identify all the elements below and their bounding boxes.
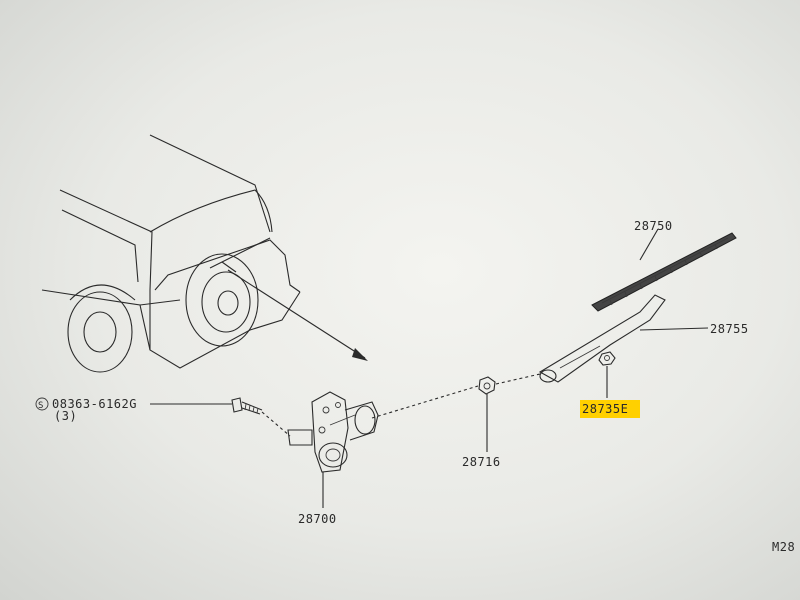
bolt-illustration	[231, 397, 263, 415]
label-wiper-arm: 28755	[710, 322, 749, 336]
wiper-arm-illustration	[538, 294, 666, 383]
part-highlight	[580, 400, 640, 418]
label-bolt: 08363-6162G	[52, 397, 137, 411]
arm-nut-illustration	[598, 351, 616, 366]
bolt-symbol-circle	[35, 397, 49, 411]
pivot-nut-illustration	[478, 376, 496, 395]
wiper-blade-illustration	[591, 232, 737, 312]
leader-lines	[150, 228, 709, 508]
bolt-symbol: S	[38, 401, 44, 411]
label-pivot-nut: 28716	[462, 455, 501, 469]
label-bolt-qty: (3)	[54, 409, 77, 423]
label-wiper-motor: 28700	[298, 512, 337, 526]
page-code: M28	[772, 540, 795, 554]
label-arm-nut: 28735E	[582, 402, 628, 416]
vehicle-rear-illustration	[41, 134, 368, 373]
label-wiper-blade: 28750	[634, 219, 673, 233]
assembly-lines	[261, 373, 541, 437]
wiper-motor-illustration	[287, 391, 379, 473]
